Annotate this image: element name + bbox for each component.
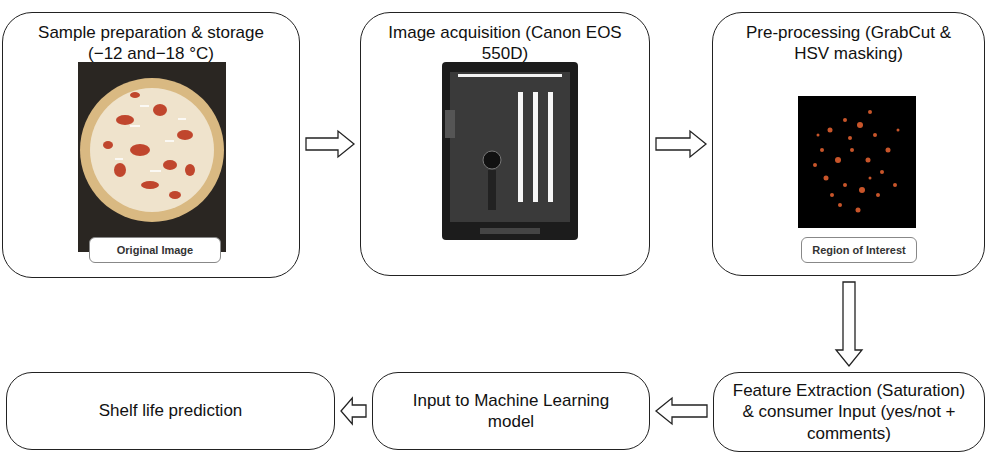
roi-speckles xyxy=(813,110,900,213)
pizza-photo xyxy=(78,62,226,252)
process-box: Feature Extraction (Saturation) & consum… xyxy=(713,372,985,452)
box-text: Sample preparation & storage (−12 and−18… xyxy=(3,13,299,65)
process-box: Input to Machine Learning model xyxy=(372,372,650,450)
control-panel xyxy=(445,110,455,138)
box-text: Shelf life prediction xyxy=(81,396,261,425)
cabinet-buttons xyxy=(480,228,540,234)
cabinet-interior xyxy=(450,72,570,222)
block-arrow xyxy=(306,131,354,157)
light-bar xyxy=(533,92,538,202)
light-bar xyxy=(518,92,523,202)
box-text: Feature Extraction (Saturation) & consum… xyxy=(714,376,984,448)
camera xyxy=(483,151,501,169)
pizza-cheese xyxy=(90,88,214,212)
box-text: Pre-processing (GrabCut & HSV masking) xyxy=(713,13,984,65)
cabinet-body xyxy=(442,62,578,240)
imaging-cabinet xyxy=(442,62,578,240)
pizza-crust xyxy=(80,78,224,222)
process-box: Pre-processing (GrabCut & HSV masking) Re… xyxy=(712,12,985,276)
camera-stand xyxy=(488,170,496,210)
sauce-patches xyxy=(103,92,195,199)
process-box: Sample preparation & storage (−12 and−18… xyxy=(2,12,300,278)
block-arrow xyxy=(341,398,366,424)
block-arrow xyxy=(656,131,706,157)
roi-image xyxy=(798,96,916,228)
process-box: Image acquisition (Canon EOS 550D) xyxy=(360,12,650,276)
image-tag: Original Image xyxy=(89,237,221,263)
light-bar xyxy=(548,92,553,202)
light-bar xyxy=(458,74,562,77)
box-text: Image acquisition (Canon EOS 550D) xyxy=(361,13,649,65)
image-tag: Region of Interest xyxy=(801,237,917,263)
box-text: Input to Machine Learning model xyxy=(373,386,649,437)
image-label: Region of Interest xyxy=(808,244,910,256)
roi-ground xyxy=(798,96,916,228)
block-arrow xyxy=(836,282,862,366)
process-box: Shelf life prediction xyxy=(6,372,335,450)
block-arrow xyxy=(656,398,707,424)
cheese-shreds xyxy=(115,105,186,172)
image-label: Original Image xyxy=(113,244,197,256)
photo-ground xyxy=(78,62,226,252)
